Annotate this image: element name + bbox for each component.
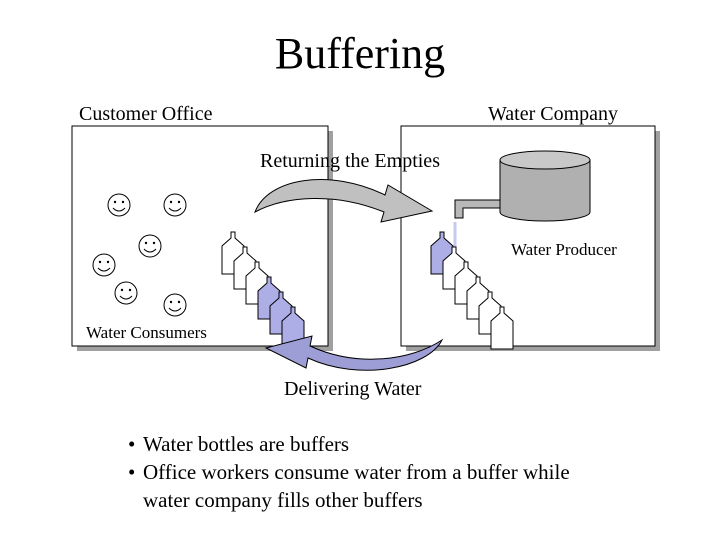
- delivering-water-label: Delivering Water: [284, 378, 422, 400]
- water-bottle-icon: [490, 306, 514, 350]
- page-title: Buffering: [274, 29, 446, 78]
- bullet-text: Office workers consume water from a buff…: [143, 460, 570, 484]
- returning-empties-label: Returning the Empties: [260, 150, 440, 172]
- bullet-item: water company fills other buffers: [128, 486, 570, 514]
- smiley-face-icon: [138, 234, 162, 258]
- bullet-item: • Water bottles are buffers: [128, 430, 570, 458]
- water-producer-label: Water Producer: [511, 240, 617, 259]
- office-bottle-stack: [221, 231, 305, 350]
- bullet-marker: •: [128, 460, 136, 484]
- smiley-face-icon: [107, 193, 131, 217]
- water-company-label: Water Company: [488, 103, 619, 125]
- smiley-face-icon: [163, 293, 187, 317]
- bullet-item: • Office workers consume water from a bu…: [128, 458, 570, 486]
- bullet-text: water company fills other buffers: [143, 488, 423, 512]
- water-tank-icon: [499, 150, 591, 222]
- bullet-text: Water bottles are buffers: [143, 432, 350, 456]
- company-bottle-stack: [430, 231, 514, 350]
- bullet-marker: •: [128, 432, 136, 456]
- bullet-list: • Water bottles are buffers • Office wor…: [128, 430, 570, 514]
- delivering-arrow-icon: [264, 335, 444, 371]
- smiley-face-icon: [163, 193, 187, 217]
- returning-arrow-icon: [254, 179, 434, 223]
- smiley-face-icon: [114, 281, 138, 305]
- water-consumers-label: Water Consumers: [86, 323, 207, 342]
- water-consumers: [92, 193, 187, 317]
- customer-office-label: Customer Office: [79, 103, 213, 125]
- smiley-face-icon: [92, 253, 116, 277]
